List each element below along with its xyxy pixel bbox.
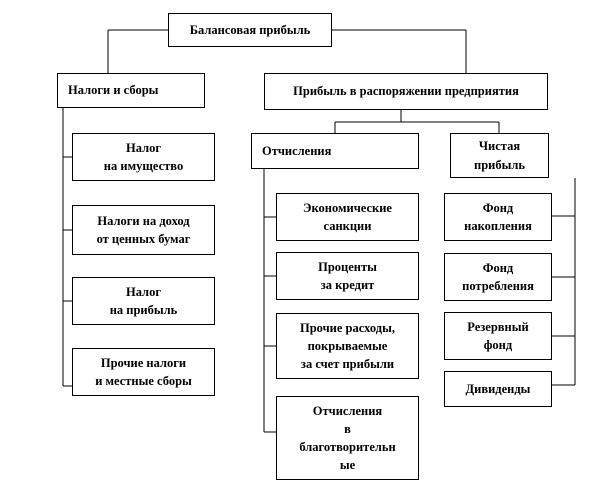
node-accumulation-fund: Фонд накопления: [444, 193, 552, 241]
node-balance-profit: Балансовая прибыль: [168, 13, 332, 47]
node-deductions: Отчисления: [251, 133, 419, 169]
node-enterprise-profit: Прибыль в распоряжении предприятия: [264, 73, 548, 110]
node-other-taxes: Прочие налоги и местные сборы: [72, 348, 215, 396]
node-economic-sanctions: Экономические санкции: [276, 193, 419, 241]
node-consumption-fund: Фонд потребления: [444, 253, 552, 301]
node-credit-interest: Проценты за кредит: [276, 252, 419, 300]
node-securities-income-tax: Налоги на доход от ценных бумаг: [72, 205, 215, 255]
node-dividends: Дивиденды: [444, 371, 552, 407]
node-other-expenses: Прочие расходы, покрываемые за счет приб…: [276, 313, 419, 379]
node-property-tax: Налог на имущество: [72, 133, 215, 181]
node-net-profit: Чистая прибыль: [450, 133, 549, 178]
node-taxes-and-fees: Налоги и сборы: [57, 73, 205, 108]
node-reserve-fund: Резервный фонд: [444, 312, 552, 360]
node-profit-tax: Налог на прибыль: [72, 277, 215, 325]
node-charity-deductions: Отчисления в благотворительн ые: [276, 396, 419, 480]
